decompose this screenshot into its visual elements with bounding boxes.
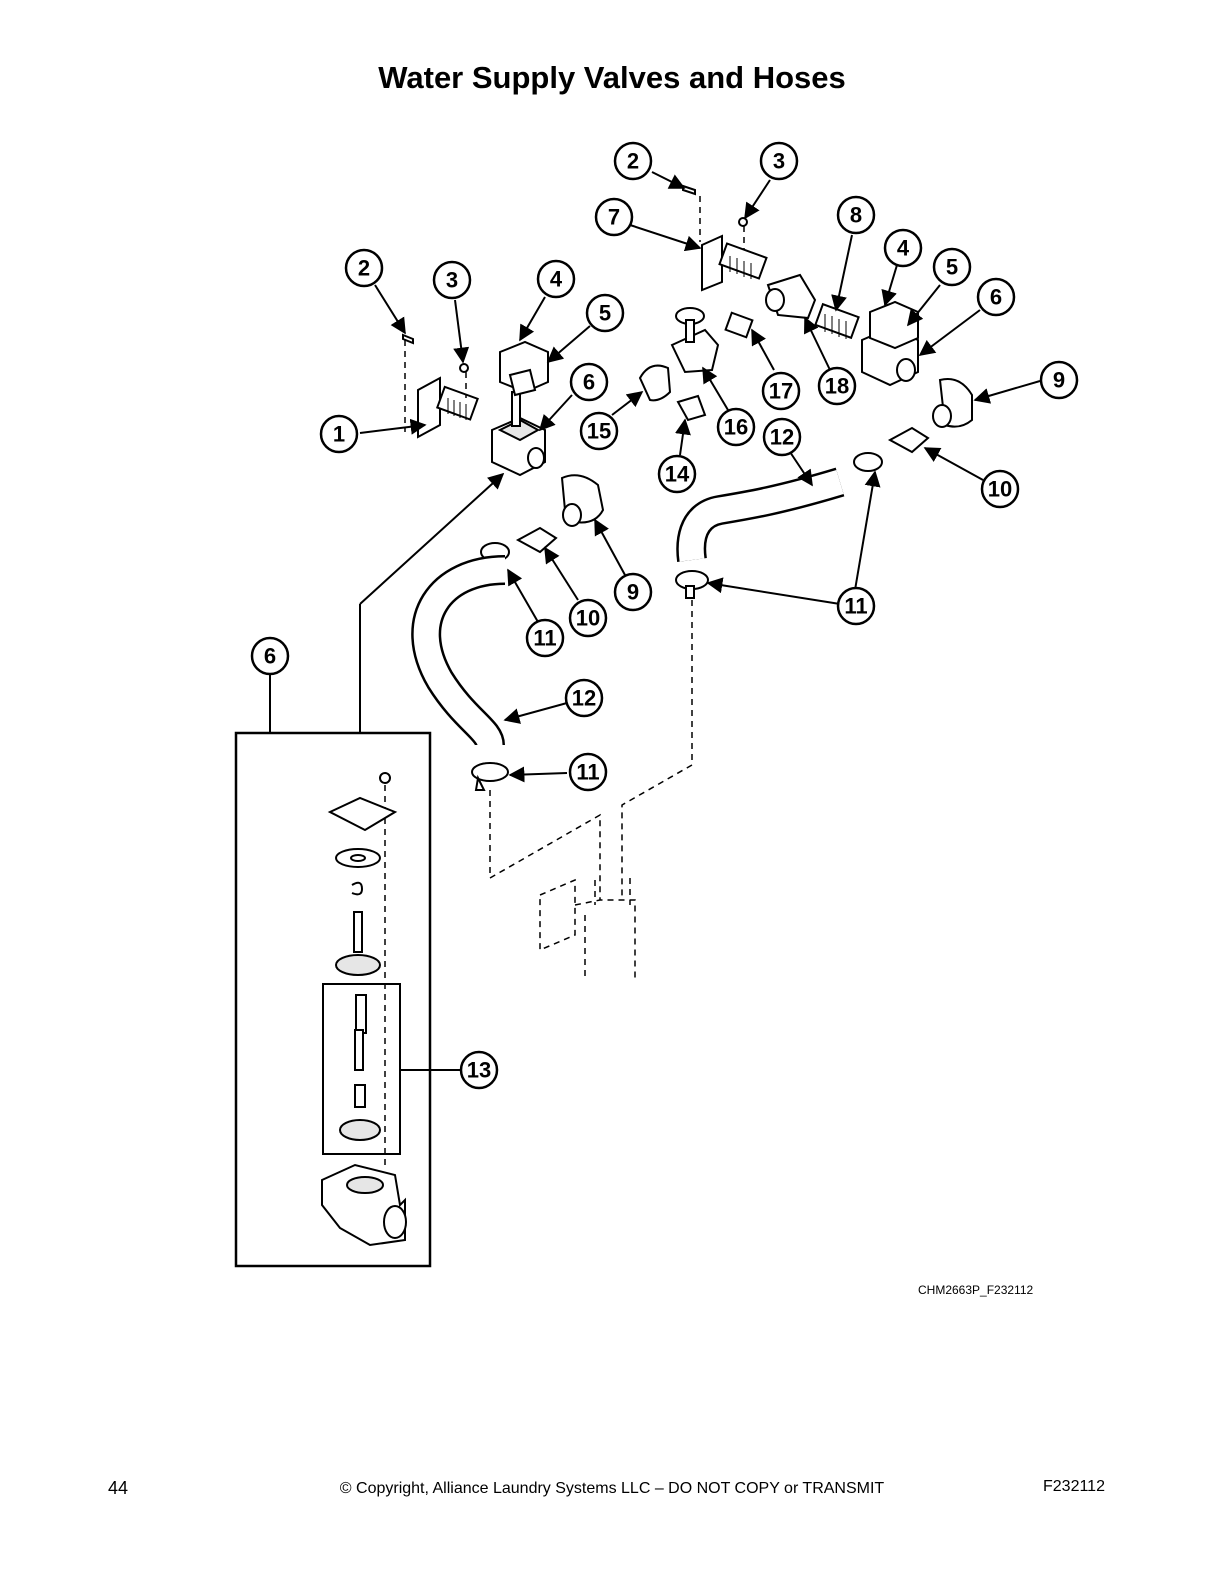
figure-reference: CHM2663P_F232112 bbox=[918, 1283, 1034, 1297]
callout-6: 6 bbox=[976, 277, 1016, 317]
svg-text:15: 15 bbox=[587, 419, 611, 444]
document-id: F232112 bbox=[1043, 1478, 1105, 1495]
right-valve-assembly bbox=[638, 184, 973, 599]
svg-text:10: 10 bbox=[576, 606, 600, 631]
callout-14: 14 bbox=[657, 454, 697, 494]
callout-1: 1 bbox=[319, 414, 359, 454]
callout-13: 13 bbox=[459, 1050, 499, 1090]
callout-11: 11 bbox=[836, 586, 876, 626]
svg-text:8: 8 bbox=[850, 203, 862, 228]
svg-text:2: 2 bbox=[358, 256, 370, 281]
left-valve-assembly bbox=[402, 333, 605, 562]
callout-9: 9 bbox=[1039, 360, 1079, 400]
svg-text:14: 14 bbox=[665, 462, 690, 487]
copyright-notice: © Copyright, Alliance Laundry Systems LL… bbox=[339, 1480, 885, 1497]
callout-12: 12 bbox=[762, 417, 802, 457]
svg-text:5: 5 bbox=[946, 255, 958, 280]
callout-9: 9 bbox=[613, 572, 653, 612]
svg-text:6: 6 bbox=[264, 644, 276, 669]
svg-text:6: 6 bbox=[583, 370, 595, 395]
svg-text:13: 13 bbox=[467, 1058, 491, 1083]
valve-detail-box bbox=[234, 731, 432, 1268]
svg-text:1: 1 bbox=[333, 422, 345, 447]
svg-text:11: 11 bbox=[533, 626, 556, 651]
leader-lines bbox=[359, 171, 1041, 783]
callout-10: 10 bbox=[980, 469, 1020, 509]
svg-text:10: 10 bbox=[988, 477, 1012, 502]
svg-text:3: 3 bbox=[446, 268, 458, 293]
callout-7: 7 bbox=[594, 197, 634, 237]
svg-text:4: 4 bbox=[897, 236, 910, 261]
callout-3: 3 bbox=[432, 260, 472, 300]
callout-11: 11 bbox=[568, 752, 608, 792]
svg-text:17: 17 bbox=[769, 379, 793, 404]
svg-text:9: 9 bbox=[1053, 368, 1065, 393]
svg-text:4: 4 bbox=[550, 267, 563, 292]
svg-text:18: 18 bbox=[825, 374, 849, 399]
callout-18: 18 bbox=[817, 366, 857, 406]
callout-6: 6 bbox=[250, 636, 290, 676]
valve-detail-parts bbox=[321, 772, 407, 1247]
svg-text:7: 7 bbox=[608, 205, 620, 230]
callout-4: 4 bbox=[536, 259, 576, 299]
callout-11: 11 bbox=[525, 618, 565, 658]
svg-text:11: 11 bbox=[844, 594, 867, 619]
callout-5: 5 bbox=[585, 293, 625, 333]
callout-6: 6 bbox=[569, 362, 609, 402]
page-number: 44 bbox=[108, 1478, 129, 1498]
svg-text:12: 12 bbox=[770, 425, 794, 450]
svg-text:5: 5 bbox=[599, 301, 611, 326]
svg-text:2: 2 bbox=[627, 149, 639, 174]
callout-17: 17 bbox=[761, 371, 801, 411]
page-title: Water Supply Valves and Hoses bbox=[378, 60, 846, 95]
callout-2: 2 bbox=[613, 141, 653, 181]
callout-4: 4 bbox=[883, 228, 923, 268]
tub-inlet-outline bbox=[539, 878, 636, 980]
svg-text:11: 11 bbox=[576, 760, 599, 785]
svg-text:12: 12 bbox=[572, 686, 596, 711]
svg-text:6: 6 bbox=[990, 285, 1002, 310]
callout-10: 10 bbox=[568, 598, 608, 638]
callout-16: 16 bbox=[716, 407, 756, 447]
callout-8: 8 bbox=[836, 195, 876, 235]
svg-text:9: 9 bbox=[627, 580, 639, 605]
svg-text:16: 16 bbox=[724, 415, 748, 440]
callout-3: 3 bbox=[759, 141, 799, 181]
callout-12: 12 bbox=[564, 678, 604, 718]
svg-text:3: 3 bbox=[773, 149, 785, 174]
callout-2: 2 bbox=[344, 248, 384, 288]
callout-15: 15 bbox=[579, 411, 619, 451]
callout-5: 5 bbox=[932, 247, 972, 287]
